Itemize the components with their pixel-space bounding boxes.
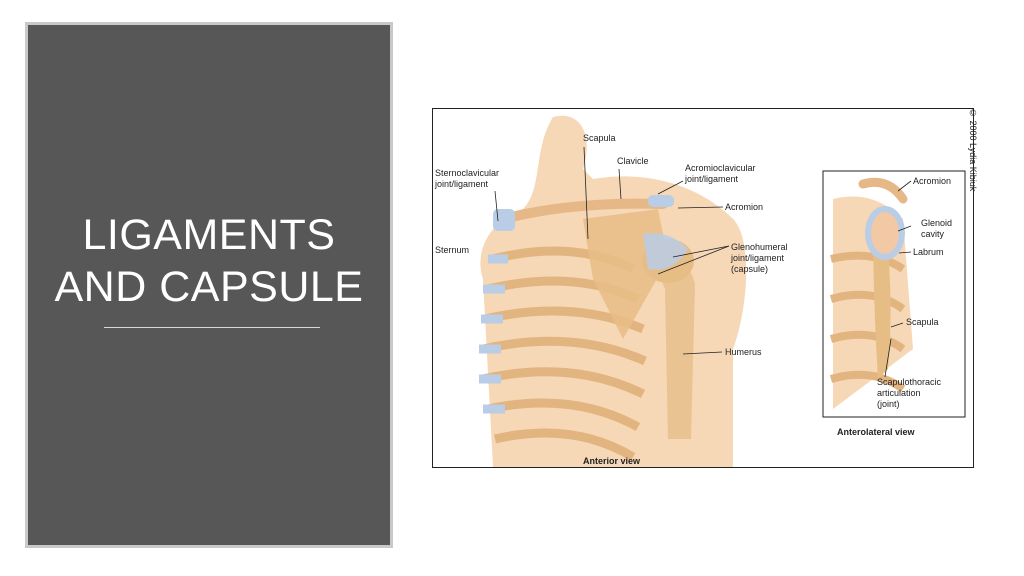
label-glenohumeral-3: (capsule) xyxy=(731,264,768,274)
label-sternoclavicular-2: joint/ligament xyxy=(434,179,489,189)
caption-anterolateral-view: Anterolateral view xyxy=(837,427,916,437)
label-acromioclavicular-1: Acromioclavicular xyxy=(685,163,756,173)
title-panel: LIGAMENTS AND CAPSULE xyxy=(25,22,393,548)
title-underline xyxy=(104,327,320,328)
label-glenohumeral-1: Glenohumeral xyxy=(731,242,788,252)
label-sternum: Sternum xyxy=(435,245,469,255)
copyright-notice: © 2000 Lydia Kibiuk xyxy=(968,108,978,192)
clavicle-bone xyxy=(498,198,668,224)
sternoclavicular-ligament xyxy=(493,209,515,231)
anatomy-figure: Scapula Clavicle Sternoclavicular joint/… xyxy=(432,108,974,468)
label-labrum: Labrum xyxy=(913,247,944,257)
label-glenoid-1: Glenoid xyxy=(921,218,952,228)
label-scapulothoracic-2: articulation xyxy=(877,388,921,398)
label-leaders xyxy=(494,146,730,355)
title-line-2: AND CAPSULE xyxy=(54,263,364,311)
caption-anterior-view: Anterior view xyxy=(583,456,641,466)
label-inset-acromion: Acromion xyxy=(913,176,951,186)
label-sternoclavicular-1: Sternoclavicular xyxy=(435,168,499,178)
label-scapulothoracic-1: Scapulothoracic xyxy=(877,377,942,387)
label-scapulothoracic-3: (joint) xyxy=(877,399,900,409)
label-acromion: Acromion xyxy=(725,202,763,212)
glenohumeral-capsule xyxy=(643,233,688,270)
label-scapula: Scapula xyxy=(583,133,616,143)
label-inset-scapula: Scapula xyxy=(906,317,939,327)
inset-anterolateral: Acromion Glenoid cavity Labrum Scapula S… xyxy=(822,170,966,418)
label-humerus: Humerus xyxy=(725,347,762,357)
label-clavicle: Clavicle xyxy=(617,156,649,166)
slide-title: LIGAMENTS AND CAPSULE xyxy=(28,209,390,313)
label-glenoid-2: cavity xyxy=(921,229,945,239)
humerus-bone xyxy=(653,258,695,439)
title-line-1: LIGAMENTS xyxy=(82,211,336,259)
acromioclavicular-ligament xyxy=(648,195,674,207)
label-glenohumeral-2: joint/ligament xyxy=(730,253,785,263)
label-acromioclavicular-2: joint/ligament xyxy=(684,174,739,184)
shoulder-illustration: Scapula Clavicle Sternoclavicular joint/… xyxy=(434,115,966,467)
